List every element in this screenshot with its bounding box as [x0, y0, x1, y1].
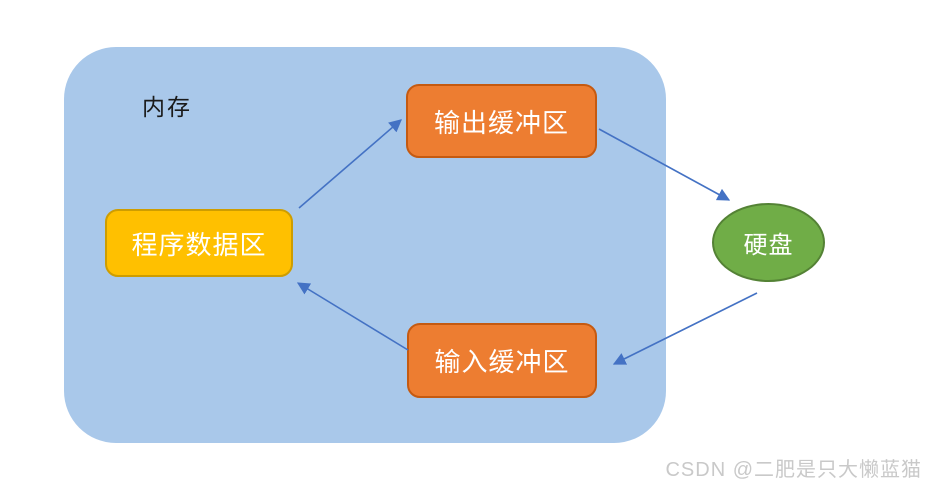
- node-output-buffer-label: 输出缓冲区: [433, 107, 569, 138]
- node-hard-disk-label: 硬盘: [743, 232, 794, 259]
- node-input-buffer-label: 输入缓冲区: [434, 347, 570, 377]
- node-output-buffer: 输出缓冲区: [406, 84, 597, 158]
- node-program-data-area: 程序数据区: [105, 209, 293, 277]
- node-program-data-area-label: 程序数据区: [131, 229, 267, 260]
- node-hard-disk: 硬盘: [712, 203, 825, 282]
- memory-region-label: 内存: [142, 94, 192, 120]
- node-input-buffer: 输入缓冲区: [407, 323, 597, 398]
- csdn-watermark: CSDN @二肥是只大懒蓝猫: [665, 459, 922, 481]
